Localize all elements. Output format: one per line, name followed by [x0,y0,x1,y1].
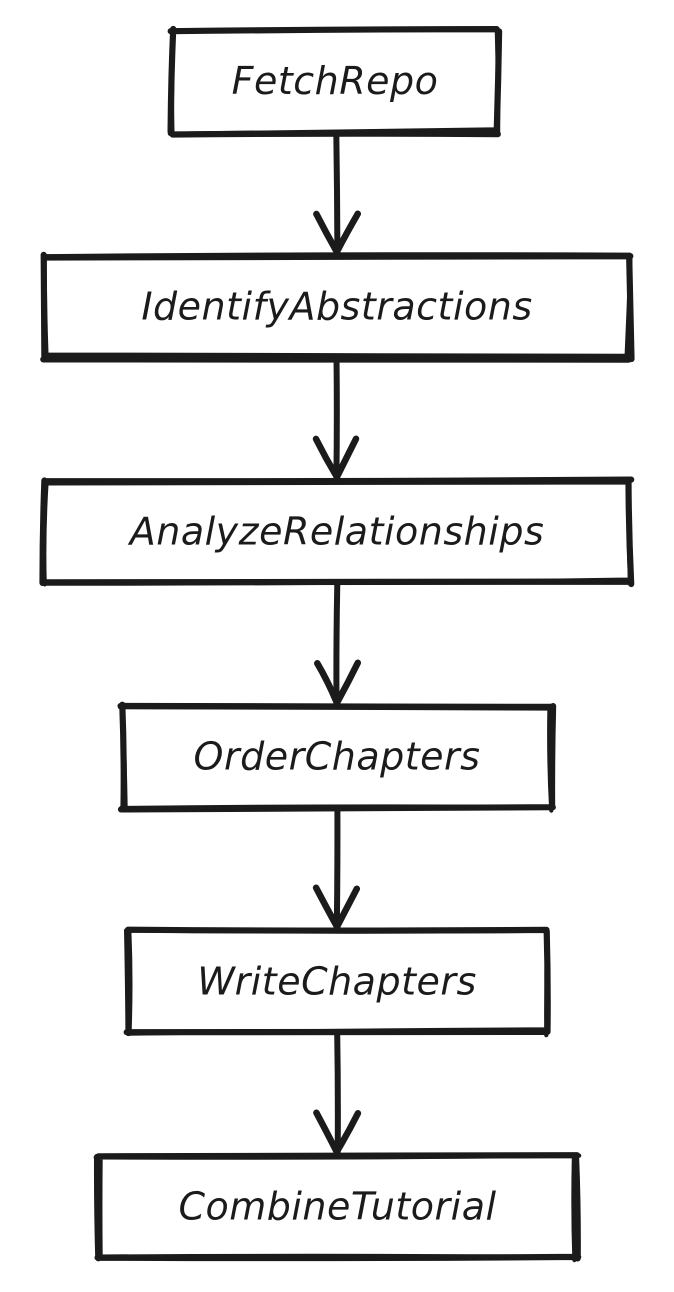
node-write-chapters-label: WriteChapters [197,960,477,1004]
node-order-chapters-box-outline [117,703,555,813]
node-identify-abstractions[interactable]: IdentifyAbstractions [40,251,635,364]
edge-edge-3-arrowhead-icon [314,659,362,706]
node-write-chapters-box-outline [124,928,550,1038]
node-order-chapters[interactable]: OrderChapters [117,701,557,813]
edge-edge-5-arrowhead-icon [313,1109,362,1156]
node-fetch-repo-box-outline [167,26,501,136]
edge-edge-3[interactable] [314,580,362,706]
node-identify-abstractions-box-outline [42,252,634,362]
node-write-chapters-box-fill [128,931,546,1033]
node-combine-tutorial-label: CombineTutorial [178,1185,496,1229]
edge-edge-2-arrowhead-icon [312,435,360,481]
edge-edge-3-shaft [333,580,341,705]
edge-edge-4-shaft [333,805,341,930]
node-combine-tutorial-box-fill [98,1156,577,1258]
edge-edge-4[interactable] [312,805,361,931]
node-order-chapters-label: OrderChapters [194,735,481,779]
edge-edge-2[interactable] [312,355,360,481]
node-fetch-repo-box-fill [172,30,498,133]
node-fetch-repo-label: FetchRepo [232,59,439,103]
node-combine-tutorial[interactable]: CombineTutorial [93,1152,582,1263]
edge-edge-5[interactable] [313,1030,362,1156]
node-identify-abstractions-label: IdentifyAbstractions [141,285,532,329]
edge-edge-1-arrowhead-icon [313,210,362,256]
edge-edge-4-arrowhead-icon [312,884,361,931]
edge-edge-5-shaft [334,1030,341,1155]
node-fetch-repo[interactable]: FetchRepo [167,25,503,138]
node-analyze-relationships-box-outline [40,479,632,587]
nodes-layer: FetchRepoIdentifyAbstractionsAnalyzeRela… [39,25,635,1263]
edge-edge-1[interactable] [313,130,362,256]
edges-layer [312,130,362,1156]
node-analyze-relationships-box-fill [44,481,630,583]
node-analyze-relationships-label: AnalyzeRelationships [127,510,545,554]
node-identify-abstractions-box-fill [44,256,630,358]
edge-edge-1-shaft [333,130,341,255]
node-combine-tutorial-box-outline [93,1153,582,1263]
node-write-chapters[interactable]: WriteChapters [123,926,551,1038]
node-order-chapters-box-fill [122,706,552,808]
node-analyze-relationships[interactable]: AnalyzeRelationships [39,476,635,588]
